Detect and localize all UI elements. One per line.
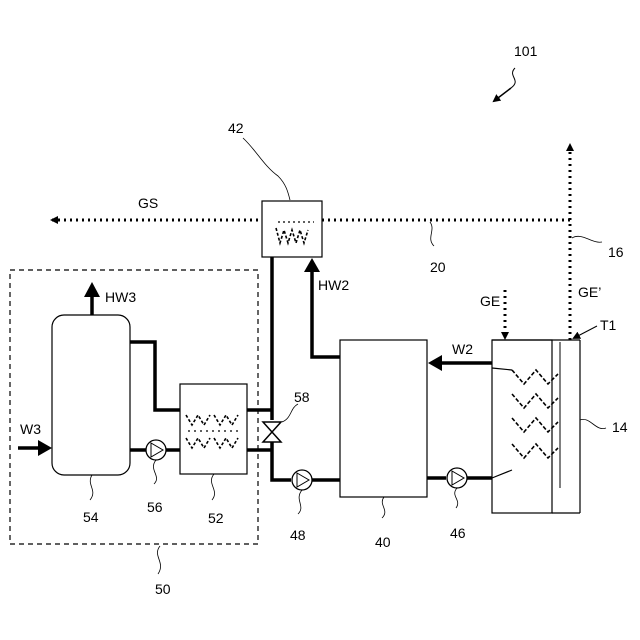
ref-56-label: 56 — [147, 499, 163, 515]
t1-label: T1 — [600, 317, 617, 333]
ref-54-leader — [90, 475, 93, 500]
ref-48-label: 48 — [290, 527, 306, 543]
t1-arrow — [574, 326, 597, 338]
tank-14-extension — [552, 340, 580, 513]
hw2-label: HW2 — [318, 277, 349, 293]
ref-40-label: 40 — [375, 534, 391, 550]
w2-label: W2 — [452, 341, 473, 357]
ge-prime-label: GE’ — [578, 284, 601, 300]
ref-20-leader — [430, 222, 434, 246]
ref-58-label: 58 — [294, 389, 310, 405]
ref-20-label: 20 — [430, 259, 446, 275]
hw3-arrowhead — [84, 282, 100, 297]
ge-label: GE — [480, 293, 500, 309]
ref-50-label: 50 — [155, 581, 171, 597]
figure-ref-label: 101 — [514, 43, 538, 59]
ref-42-label: 42 — [228, 120, 244, 136]
gs-label: GS — [138, 195, 158, 211]
heat-exchanger-52 — [180, 384, 247, 474]
w2-arrowhead — [428, 355, 442, 371]
figure-ref-squiggle — [511, 68, 515, 88]
ref-14-label: 14 — [612, 419, 628, 435]
w3-arrowhead — [38, 440, 52, 456]
pipe-to-pump-48 — [272, 450, 291, 480]
ref-16-leader — [572, 236, 602, 242]
component-40-box — [340, 340, 427, 497]
ref-58-leader — [282, 404, 298, 422]
ref-14-leader — [580, 419, 606, 428]
figure-ref-arrow — [494, 88, 511, 101]
ref-54-label: 54 — [83, 509, 99, 525]
ref-40-leader — [382, 497, 385, 518]
valve-58 — [263, 422, 281, 442]
pipe-54-to-52-upper — [130, 342, 180, 410]
ref-46-leader — [455, 488, 458, 508]
ref-50-leader — [157, 546, 160, 574]
ref-48-leader — [298, 490, 302, 514]
storage-tank-54 — [52, 315, 130, 475]
ref-46-label: 46 — [450, 525, 466, 541]
ref-42-leader — [243, 138, 290, 200]
component-14-tank — [492, 340, 552, 513]
ref-52-leader — [211, 474, 214, 500]
ref-52-label: 52 — [208, 510, 224, 526]
ref-56-leader — [153, 460, 156, 484]
w3-label: W3 — [20, 421, 41, 437]
hw2-arrowhead — [304, 258, 320, 272]
hw3-label: HW3 — [105, 289, 136, 305]
ref-16-label: 16 — [608, 244, 624, 260]
